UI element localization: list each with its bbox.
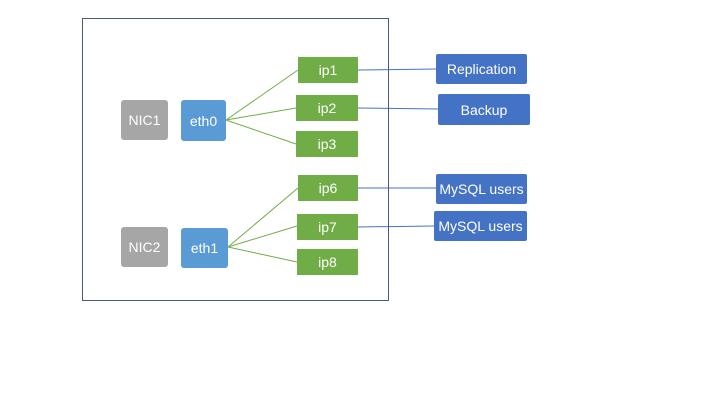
connector-ip2-backup: [357, 107, 439, 110]
nic-node: NIC1: [121, 100, 168, 140]
connector-eth1-ip7: [227, 225, 298, 248]
connector-eth1-ip8: [227, 246, 298, 263]
server-frame: [82, 18, 389, 301]
nic-node: NIC2: [121, 227, 168, 267]
ip-node: ip7: [297, 214, 358, 240]
ip-node: ip6: [298, 175, 358, 201]
ip-node: ip1: [298, 57, 358, 83]
service-node-backup: Backup: [438, 94, 530, 125]
connector-eth0-ip2: [225, 107, 297, 121]
service-node-mysql-users: MySQL users: [436, 174, 527, 204]
service-node-replication: Replication: [436, 54, 527, 84]
interface-node: eth1: [181, 228, 228, 268]
ip-node: ip2: [296, 95, 358, 121]
service-node-mysql-users: MySQL users: [434, 211, 527, 241]
connector-ip1-replication: [357, 68, 437, 71]
ip-node: ip8: [297, 249, 358, 275]
ip-node: ip3: [296, 131, 358, 157]
interface-node: eth0: [181, 100, 226, 141]
connector-ip7-mysql: [357, 225, 435, 228]
connector-eth0-ip1: [225, 69, 299, 121]
connector-eth1-ip6: [227, 187, 299, 248]
connector-eth0-ip3: [225, 119, 297, 145]
